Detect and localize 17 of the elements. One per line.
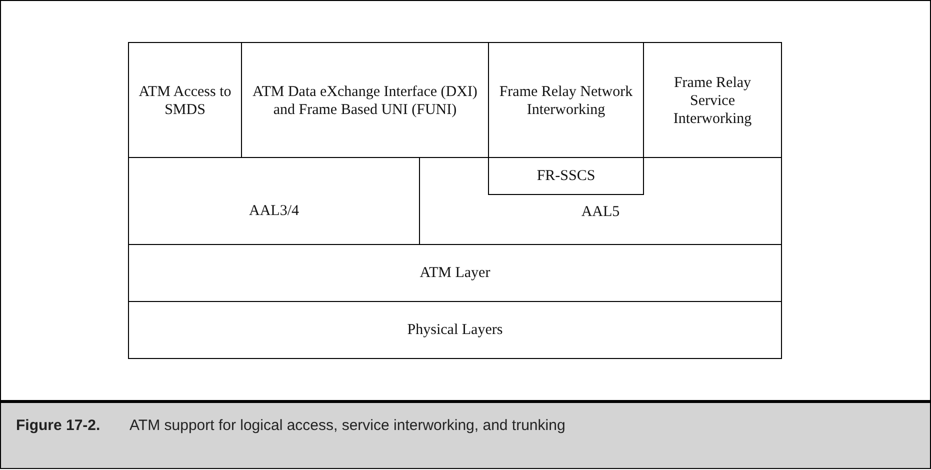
box-label: ATM Layer <box>420 264 490 282</box>
box-label: Frame Relay Service Interworking <box>672 74 753 128</box>
box-label: Frame Relay Network Interworking <box>498 82 634 118</box>
layer-box <box>128 157 420 245</box>
box-label: ATM Access to SMDS <box>138 82 232 118</box>
layer-box <box>128 244 782 302</box>
box-label: Physical Layers <box>407 321 503 339</box>
sublayer-box <box>488 157 644 195</box>
layer-box <box>128 301 782 359</box>
box-label: ATM Data eXchange Interface (DXI) and Frame Based UNI (FUNI) <box>252 82 478 118</box>
box-label: AAL5 <box>581 203 620 221</box>
box-label: FR-SSCS <box>536 167 596 185</box>
layer-box <box>419 157 782 245</box>
protocol-box <box>643 42 782 159</box>
box-label: AAL3/4 <box>249 202 299 220</box>
protocol-box <box>128 42 242 159</box>
figure-caption: Figure 17-2. ATM support for logical access, service interworking, and trunking <box>16 417 566 434</box>
